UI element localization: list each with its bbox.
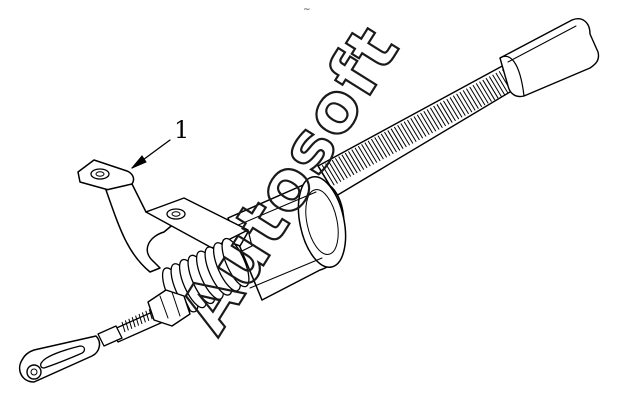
thread-line <box>334 158 348 179</box>
shaft-thread-line <box>138 313 143 325</box>
thread-line <box>328 161 342 183</box>
thread-line <box>387 130 401 151</box>
thread-line <box>331 159 345 181</box>
thread-line <box>318 166 332 188</box>
thread-line <box>465 88 479 109</box>
shaft-thread-line <box>131 317 136 328</box>
mounting-bracket <box>77 159 253 273</box>
thread-line <box>374 137 388 158</box>
thread-line <box>351 149 365 170</box>
thread-line <box>338 156 352 177</box>
callout-1: 1 <box>131 116 189 169</box>
thread-line <box>348 151 361 172</box>
thread-line <box>397 124 411 146</box>
thread-line <box>426 109 440 130</box>
thread-line <box>400 123 414 144</box>
thread-line <box>446 98 460 120</box>
thread-line <box>367 140 381 162</box>
thread-line <box>384 131 397 153</box>
thread-line <box>410 117 424 139</box>
plunger-shaft <box>97 289 191 347</box>
thread-line <box>361 144 375 165</box>
thread-line <box>479 81 492 102</box>
thread-line <box>325 163 338 184</box>
thread-line <box>439 102 453 123</box>
thread-line <box>485 77 499 99</box>
shaft-thread-line <box>128 318 133 329</box>
thread-line <box>459 91 473 113</box>
thread-line <box>390 128 404 149</box>
thread-line <box>416 114 430 136</box>
shaft-thread-line <box>135 315 140 326</box>
callout-number: 1 <box>174 116 189 144</box>
thread-line <box>403 121 417 142</box>
thread-line <box>357 145 371 167</box>
shaft-thread-line <box>148 309 153 320</box>
top-mark: ~ <box>303 5 311 15</box>
shaft-thread-line <box>141 312 146 323</box>
thread-line <box>429 107 443 129</box>
thread-line <box>341 154 355 176</box>
thread-line <box>469 86 483 108</box>
thread-line <box>462 90 476 111</box>
thread-line <box>407 119 420 141</box>
thread-line <box>436 104 450 125</box>
spring-coil <box>221 237 250 288</box>
thread-line <box>344 152 358 174</box>
thread-line <box>433 105 447 127</box>
thread-line <box>488 76 502 97</box>
shaft-thread-line <box>124 320 129 331</box>
thread-line <box>495 72 509 94</box>
thread-line <box>492 74 506 95</box>
shaft-thread-line <box>121 321 126 333</box>
thread-line <box>377 135 391 156</box>
thread-line <box>452 95 466 116</box>
thread-line <box>423 111 437 132</box>
thread-line <box>443 100 456 122</box>
watermark-text: Autosoft <box>165 12 415 347</box>
solenoid-body <box>227 176 347 301</box>
thread-line <box>393 126 407 148</box>
shaft-thread-line <box>145 310 150 321</box>
thread-line <box>472 84 486 106</box>
thread-line <box>354 147 368 169</box>
thread-line <box>321 165 335 186</box>
thread-line <box>413 116 427 137</box>
thread-line <box>364 142 378 163</box>
thread-line <box>370 138 384 160</box>
thread-line <box>420 112 433 134</box>
thread-line <box>456 93 470 115</box>
thread-line <box>482 79 496 101</box>
thread-line <box>380 133 394 155</box>
thread-line <box>449 97 463 118</box>
thread-line <box>475 83 489 104</box>
eye-link <box>18 335 101 383</box>
rod-end-cap <box>499 18 600 98</box>
